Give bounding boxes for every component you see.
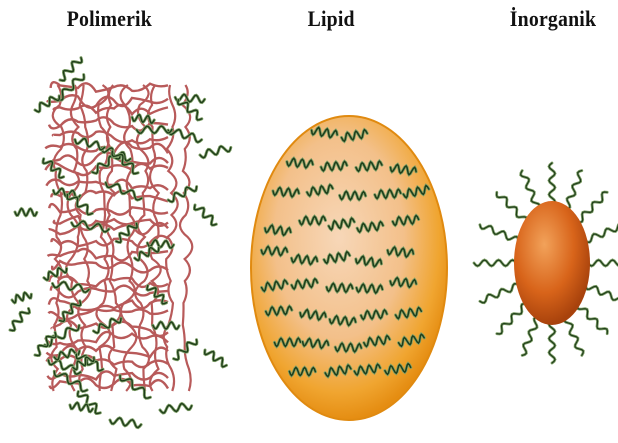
lipid-nanoparticle-icon [251, 116, 447, 420]
inorganic-nanoparticle-icon [474, 163, 618, 363]
polymer-nanoparticle-icon [10, 58, 231, 428]
